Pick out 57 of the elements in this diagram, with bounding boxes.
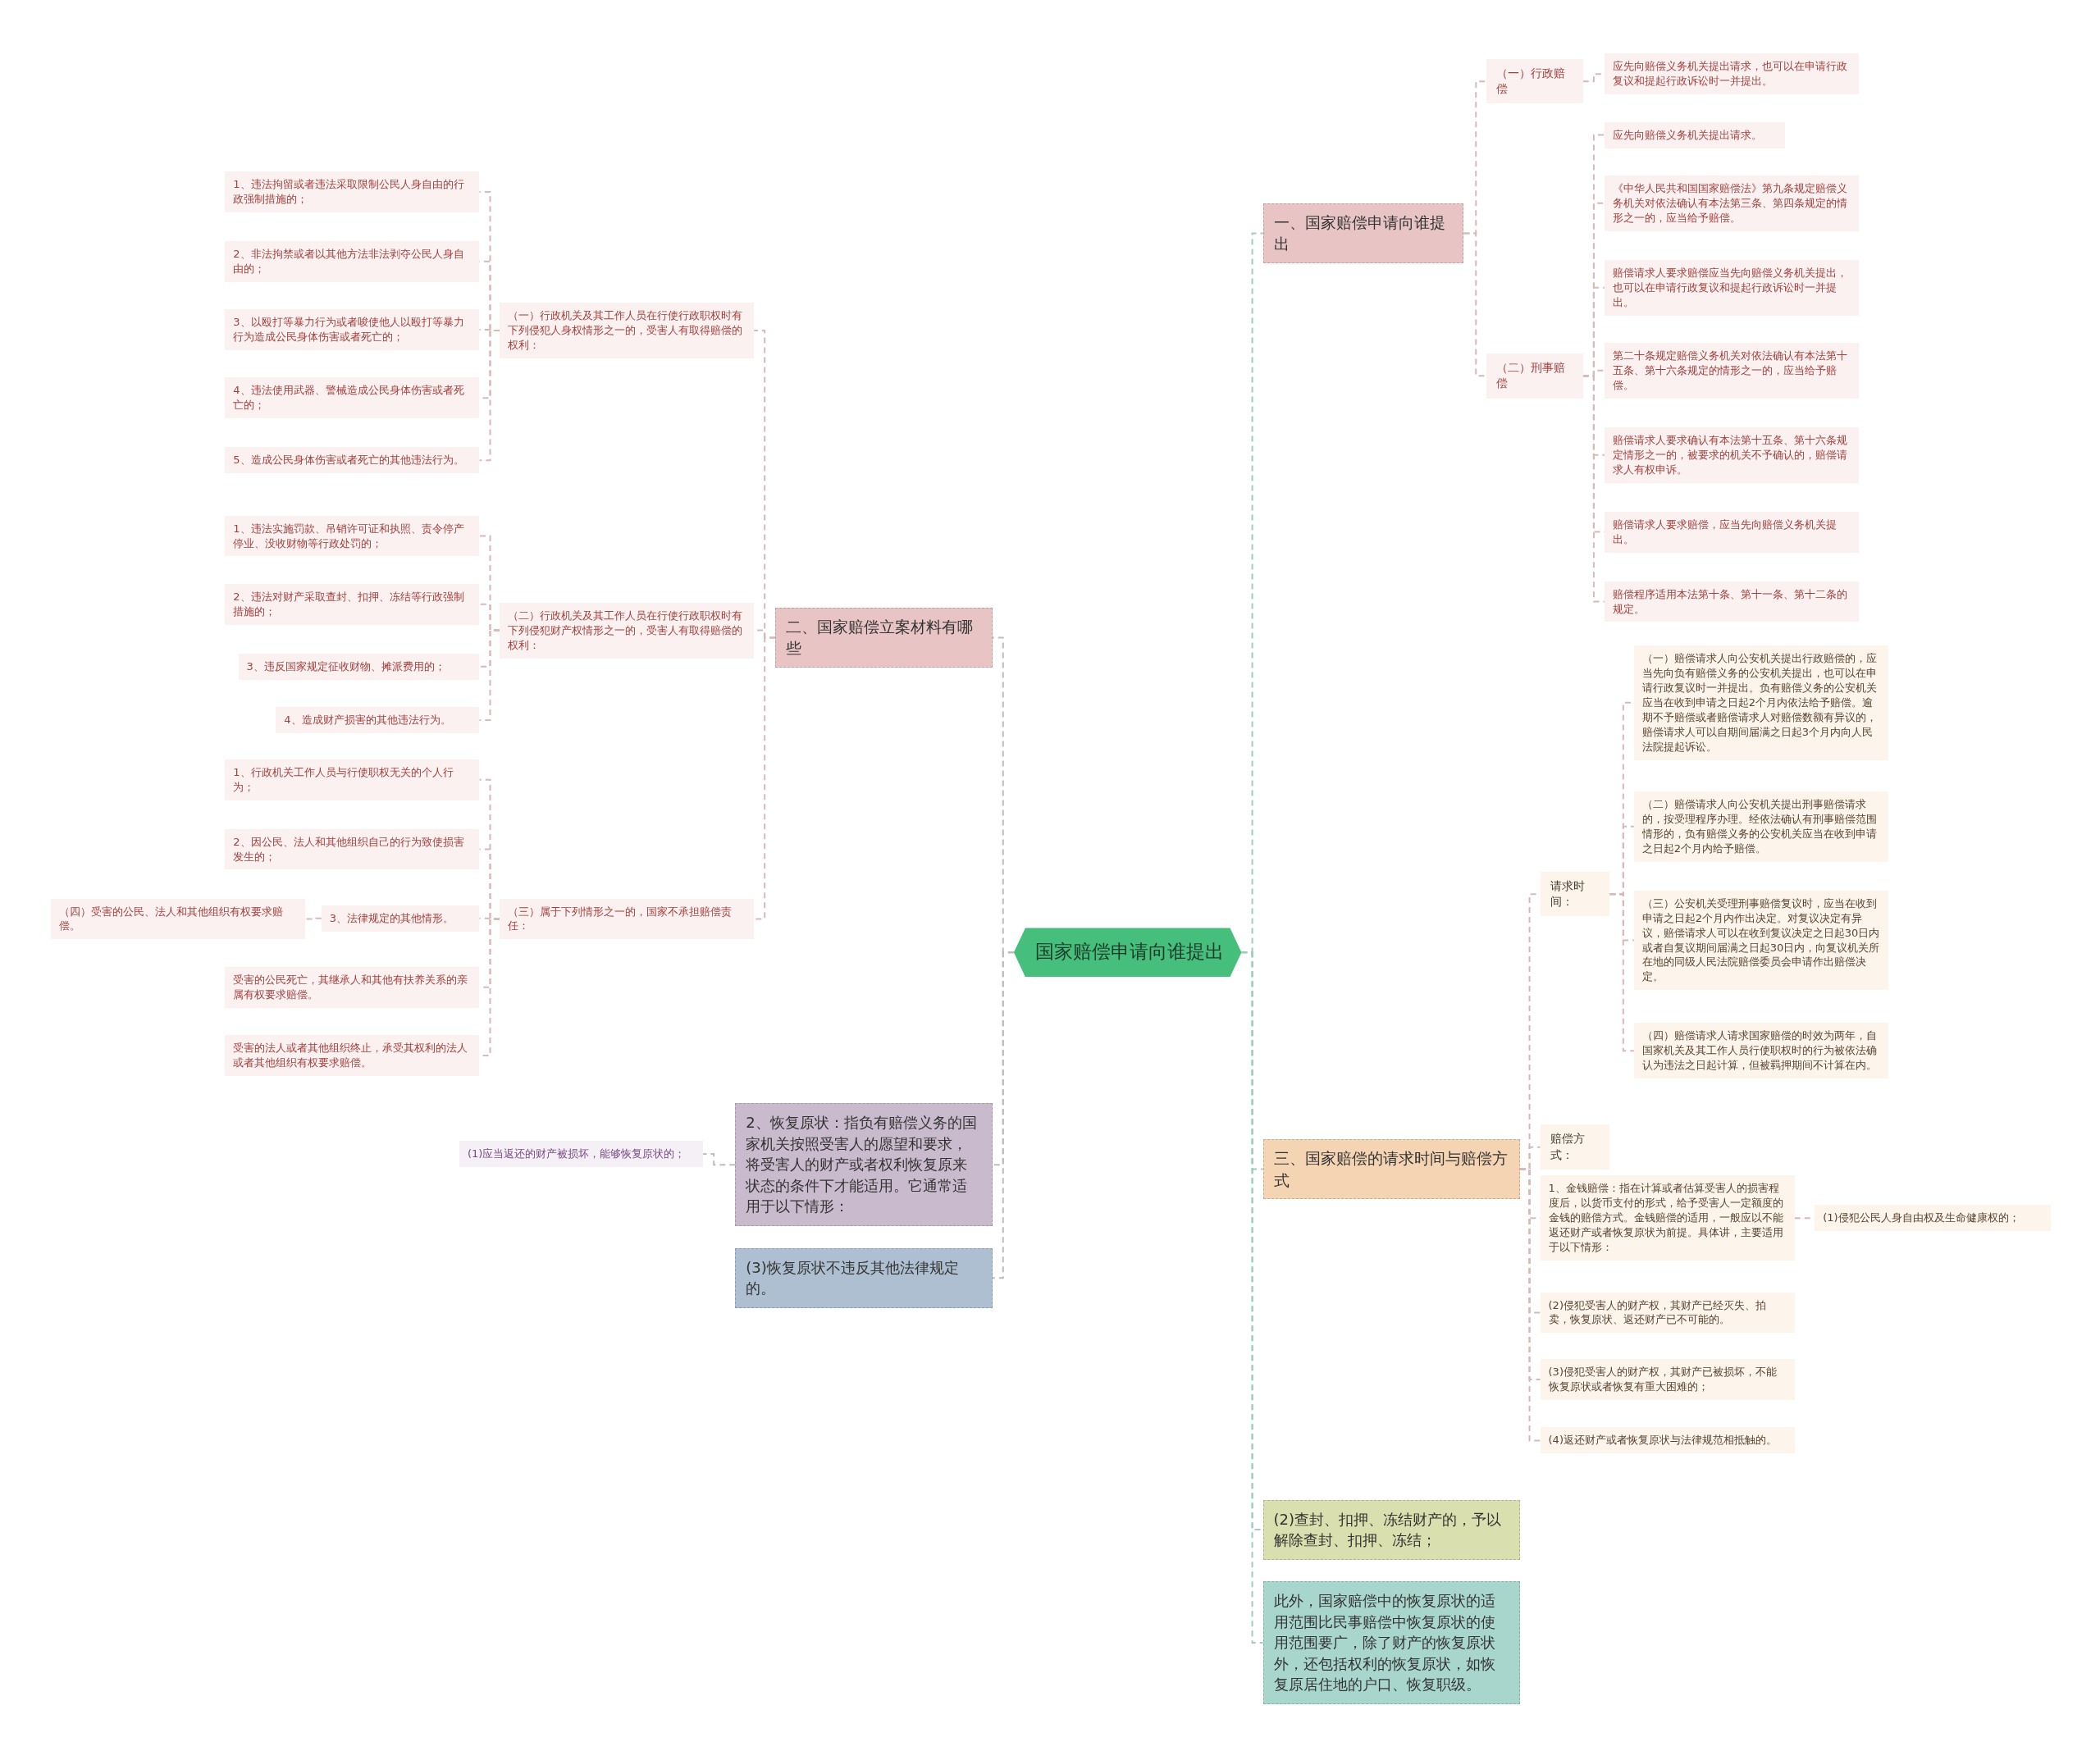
note-box: 赔偿请求人要求确认有本法第十五条、第十六条规定情形之一的，被要求的机关不予确认的，赔偿请求人有权申诉。 [1604, 426, 1860, 483]
note-box: (3)侵犯受害人的财产权，其财产已被损坏，不能恢复原状或者恢复有重大困难的； [1540, 1359, 1795, 1400]
note-box: 受害的法人或者其他组织终止，承受其权利的法人或者其他组织有权要求赔偿。 [225, 1035, 480, 1076]
note-box: （二）行政机关及其工作人员在行使行政职权时有下列侵犯财产权情形之一的，受害人有取得赔偿的权利： [499, 602, 755, 659]
topic-box: (3)恢复原状不违反其他法律规定的。 [735, 1247, 993, 1308]
subtopic-label: （一）行政赔偿 [1486, 58, 1583, 104]
branch-topic: 一、国家赔偿申请向谁提出 [1262, 203, 1464, 263]
note-box: 4、造成财产损害的其他违法行为。 [276, 707, 480, 733]
note-box: （三）公安机关受理刑事赔偿复议时，应当在收到申请之日起2个月内作出决定。对复议决定有异议，赔偿请求人可以在收到复议决定之日起30日内或者自复议期间届满之日起30日内，向复议机关所在地的同级人民法院赔偿委员会申请作出赔偿决定。 [1633, 890, 1889, 991]
note-box: 2、违法对财产采取查封、扣押、冻结等行政强制措施的； [225, 583, 480, 625]
note-box: (2)侵犯受害人的财产权，其财产已经灭失、拍卖，恢复原状、返还财产已不可能的。 [1540, 1292, 1795, 1334]
note-box: 3、违反国家规定征收财物、摊派费用的； [238, 653, 480, 680]
branch-topic: 三、国家赔偿的请求时间与赔偿方式 [1262, 1139, 1521, 1199]
note-box: (1)侵犯公民人身自由权及生命健康权的； [1815, 1205, 2051, 1232]
note-box: 2、非法拘禁或者以其他方法非法剥夺公民人身自由的； [225, 240, 480, 282]
note-box: （一）行政机关及其工作人员在行使行政职权时有下列侵犯人身权情形之一的，受害人有取得赔偿的权利： [499, 302, 755, 358]
note-box: （一）赔偿请求人向公安机关提出行政赔偿的，应当先向负有赔偿义务的公安机关提出，也可以在申请行政复议时一并提出。负有赔偿义务的公安机关应当在收到申请之日起2个月内依法给予赔偿。逾期不予赔偿或者赔偿请求人对赔偿数额有异议的，赔偿请求人可以自期间届满之日起3个月内向人民法院提起诉讼。 [1633, 645, 1889, 760]
subtopic-label: 请求时间： [1540, 871, 1610, 917]
connector-line [991, 951, 1015, 1279]
note-box: 1、违法实施罚款、吊销许可证和执照、责令停产停业、没收财物等行政处罚的； [225, 515, 480, 557]
note-box: （四）受害的公民、法人和其他组织有权要求赔偿。 [51, 898, 306, 940]
connector-line [304, 917, 322, 920]
note-box: 1、违法拘留或者违法采取限制公民人身自由的行政强制措施的； [225, 171, 480, 212]
note-box: (4)返还财产或者恢复原状与法律规范相抵触的。 [1540, 1427, 1795, 1454]
note-box: （二）赔偿请求人向公安机关提出刑事赔偿请求的，按受理程序办理。经依法确认有刑事赔偿范围情形的，负有赔偿义务的公安机关应当在收到申请之日起2个月内给予赔偿。 [1633, 791, 1889, 862]
connector-line [1240, 951, 1264, 1644]
note-box: 应先向赔偿义务机关提出请求。 [1604, 121, 1786, 148]
note-box: 赔偿请求人要求赔偿，应当先向赔偿义务机关提出。 [1604, 511, 1860, 553]
connector-line [1609, 893, 1635, 1052]
central-topic: 国家赔偿申请向谁提出 [1013, 928, 1242, 978]
topic-box: (2)查封、扣押、冻结财产的，予以解除查封、扣押、冻结； [1262, 1499, 1521, 1560]
note-box: 应先向赔偿义务机关提出请求，也可以在申请行政复议和提起行政诉讼时一并提出。 [1604, 53, 1860, 95]
connector-line [478, 629, 500, 721]
note-box: 3、法律规定的其他情形。 [321, 905, 480, 932]
branch-topic: 二、国家赔偿立案材料有哪些 [775, 608, 993, 668]
note-box: 受害的公民死亡，其继承人和其他有扶养关系的亲属有权要求赔偿。 [225, 966, 480, 1008]
note-box: 2、因公民、法人和其他组织自己的行为致使损害发生的； [225, 828, 480, 870]
topic-box: 此外，国家赔偿中的恢复原状的适用范围比民事赔偿中恢复原状的使用范围要广，除了财产的恢复原状外，还包括权利的恢复原状，如恢复原居住地的户口、恢复职级。 [1262, 1581, 1521, 1704]
note-box: 3、以殴打等暴力行为或者唆使他人以殴打等暴力行为造成公民身体伤害或者死亡的； [225, 309, 480, 350]
topic-box: 2、恢复原状：指负有赔偿义务的国家机关按照受害人的愿望和要求，将受害人的财产或者权利恢复原来状态的条件下才能适用。它通常适用于以下情形： [735, 1103, 993, 1227]
note-box: 赔偿程序适用本法第十条、第十一条、第十二条的规定。 [1604, 581, 1860, 622]
connector-line [478, 329, 500, 462]
subtopic-label: 赔偿方式： [1540, 1124, 1610, 1170]
note-box: （四）赔偿请求人请求国家赔偿的时效为两年，自国家机关及其工作人员行使职权时的行为被依法确认为违法之日起计算，但被羁押期间不计算在内。 [1633, 1023, 1889, 1079]
subtopic-label: （二）刑事赔偿 [1486, 353, 1583, 399]
note-box: 1、行政机关工作人员与行使职权无关的个人行为； [225, 759, 480, 800]
note-box: 5、造成公民身体伤害或者死亡的其他违法行为。 [225, 447, 480, 474]
connector-line [753, 636, 777, 920]
note-box: （三）属于下列情形之一的，国家不承担赔偿责任： [499, 898, 755, 940]
note-box: (1)应当返还的财产被损坏，能够恢复原状的； [459, 1141, 704, 1167]
note-box: 4、违法使用武器、警械造成公民身体伤害或者死亡的； [225, 377, 480, 419]
note-box: 赔偿请求人要求赔偿应当先向赔偿义务机关提出，也可以在申请行政复议和提起行政诉讼时一并提出。 [1604, 259, 1860, 316]
connector-line [1519, 1168, 1541, 1442]
note-box: 第二十条规定赔偿义务机关对依法确认有本法第十五条、第十六条规定的情形之一的，应当给予赔偿。 [1604, 342, 1860, 399]
note-box: 《中华人民共和国国家赔偿法》第九条规定赔偿义务机关对依法确认有本法第三条、第四条规定的情形之一的，应当给予赔偿。 [1604, 175, 1860, 231]
connector-line [702, 1153, 737, 1166]
note-box: 1、金钱赔偿：指在计算或者估算受害人的损害程度后，以货币支付的形式，给予受害人一定额度的金钱的赔偿方式。金钱赔偿的适用，一般应以不能返还财产或者恢复原状为前提。具体讲，主要适用于以下情形： [1540, 1175, 1795, 1261]
